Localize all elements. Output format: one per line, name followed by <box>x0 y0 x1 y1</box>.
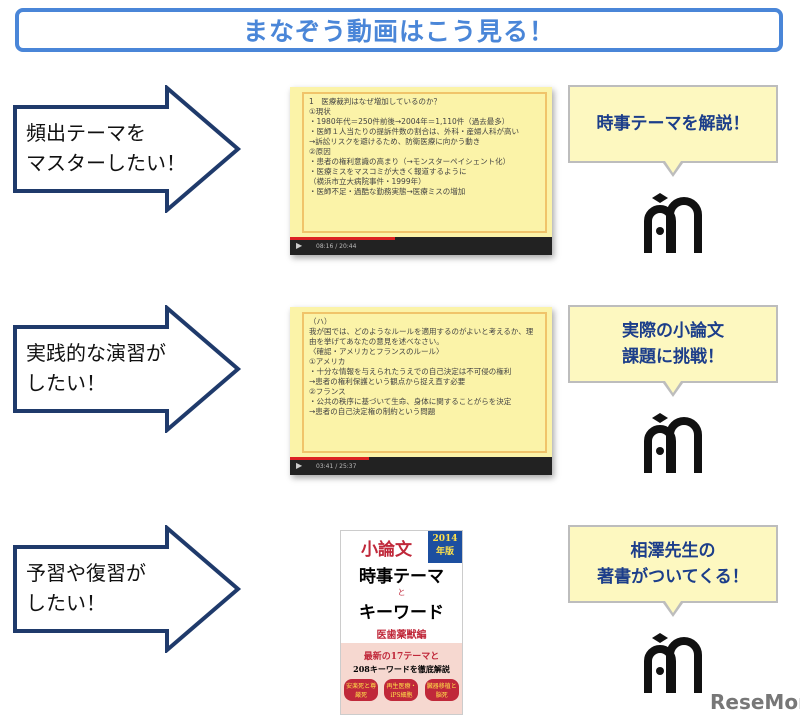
callout-tail <box>663 601 683 617</box>
book-title-2: 時事テーマ <box>359 567 444 587</box>
manazo-logo-icon <box>640 633 706 695</box>
video-slide: （ハ）我が国では、どのようなルールを適用するのがよいと考えるか、理由を挙げてあな… <box>302 312 547 453</box>
arrow-shape <box>13 525 242 653</box>
progress-bar[interactable] <box>290 237 395 240</box>
manazo-logo-icon <box>640 413 706 475</box>
book-title-1: 小論文 <box>361 540 412 560</box>
video-player[interactable]: （ハ）我が国では、どのようなルールを適用するのがよいと考えるか、理由を挙げてあな… <box>290 307 552 475</box>
video-player[interactable]: 1 医療裁判はなぜ増加しているのか？①現状・1980年代＝250件前後→2004… <box>290 87 552 255</box>
callout-bubble: 実際の小論文課題に挑戦！ <box>568 305 778 383</box>
callout-bubble: 相澤先生の著書がついてくる！ <box>568 525 778 603</box>
arrow-label: 実践的な演習がしたい！ <box>26 341 166 395</box>
callout-tail <box>663 161 683 177</box>
resemom-watermark: ReseMom <box>710 690 800 714</box>
book-tag: 安楽死と尊厳死 <box>344 679 379 701</box>
manazo-logo-icon <box>640 193 706 255</box>
book-latest: 最新の17テーマと <box>363 652 440 662</box>
book-keywords: 208キーワードを徹底解説 <box>353 664 450 674</box>
arrow-label: 予習や復習がしたい！ <box>26 561 146 615</box>
callout-bubble: 時事テーマを解説！ <box>568 85 778 163</box>
arrow-shape <box>13 85 242 213</box>
video-controls[interactable]: ▶ 03:41 / 25:37 <box>290 457 552 475</box>
arrow-shape <box>13 305 242 433</box>
book-year: 2014年版 <box>428 531 462 563</box>
book-tag: 再生医療・iPS細胞 <box>384 679 419 701</box>
callout-tail <box>663 381 683 397</box>
book-cover: 2014年版 小論文 時事テーマ と キーワード 医歯薬獣編 最新の17テーマと… <box>340 530 463 715</box>
page-title: まなぞう動画はこう見る！ <box>242 17 555 46</box>
book-tag: 臓器移植と脳死 <box>424 679 459 701</box>
book-subtitle: 医歯薬獣編 <box>376 630 427 641</box>
book-to: と <box>397 588 406 597</box>
video-controls[interactable]: ▶ 08:16 / 20:44 <box>290 237 552 255</box>
play-icon[interactable]: ▶ <box>296 461 303 470</box>
video-time: 08:16 / 20:44 <box>316 243 357 250</box>
video-slide: 1 医療裁判はなぜ増加しているのか？①現状・1980年代＝250件前後→2004… <box>302 92 547 233</box>
play-icon[interactable]: ▶ <box>296 241 303 250</box>
title-banner: まなぞう動画はこう見る！ <box>15 8 783 52</box>
progress-bar[interactable] <box>290 457 369 460</box>
arrow-label: 頻出テーマをマスターしたい！ <box>26 121 186 175</box>
video-time: 03:41 / 25:37 <box>316 463 357 470</box>
book-title-3: キーワード <box>359 603 444 623</box>
